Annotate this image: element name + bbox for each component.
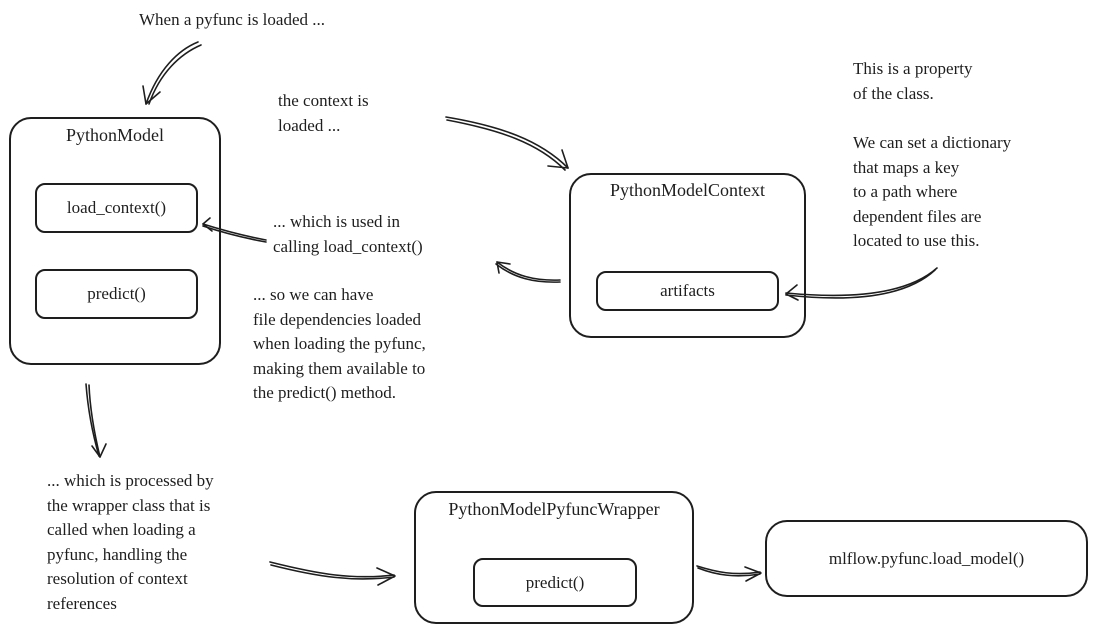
note-context-loaded: the context is loaded ... — [278, 89, 369, 138]
arrow-context-to-pythonmodelcontext — [445, 116, 569, 171]
predict-method: predict() — [35, 269, 198, 319]
pyfunc-wrapper-box: PythonModelPyfuncWrapper predict() — [414, 491, 694, 624]
note-dictionary: We can set a dictionary that maps a key … — [853, 131, 1011, 254]
load-context-method: load_context() — [35, 183, 198, 233]
note-line: the predict() method. — [253, 383, 397, 402]
note-line: making them available to — [253, 358, 426, 378]
pythonmodelcontext-title: PythonModelContext — [609, 180, 765, 200]
pythonmodelcontext-box: PythonModelContext artifacts — [569, 173, 806, 338]
pyfunc-wrapper-title: PythonModelPyfuncWrapper — [448, 499, 660, 519]
load-model-box: mlflow.pyfunc.load_model() — [765, 520, 1088, 597]
note-line: of the class. — [853, 83, 934, 103]
note-line: references — [47, 593, 117, 613]
note-pyfunc-loaded: When a pyfunc is loaded ... — [139, 10, 325, 29]
note-file-dependencies: ... so we can have file dependencies loa… — [253, 283, 426, 406]
note-line: We can set a dictionary — [853, 133, 1012, 152]
arrow-wrapper-to-loadmodel — [696, 565, 762, 582]
note-line: that maps a key — [853, 157, 960, 177]
note-line: dependent files are — [853, 206, 982, 226]
note-property: This is a property of the class. — [853, 57, 972, 106]
artifacts-attribute: artifacts — [596, 271, 779, 311]
note-line: resolution of context — [47, 569, 188, 588]
note-line: This is a property — [853, 59, 973, 78]
note-line: calling load_context() — [273, 236, 423, 256]
note-line: the wrapper class that is — [47, 495, 211, 515]
note-line: the context is — [278, 91, 369, 110]
note-line: loaded ... — [278, 115, 341, 135]
note-line: file dependencies loaded — [253, 309, 422, 329]
note-line: ... which is processed by — [47, 471, 214, 490]
note-line: ... so we can have — [253, 285, 374, 304]
note-line: when loading the pyfunc, — [253, 334, 426, 353]
arrow-pythonmodel-down — [85, 383, 107, 458]
note-line: pyfunc, handling the — [47, 544, 188, 564]
note-line: ... which is used in — [273, 212, 401, 231]
arrow-to-load-context — [202, 217, 267, 243]
arrow-processed-to-wrapper — [269, 561, 396, 586]
note-used-in: ... which is used in calling load_contex… — [273, 210, 423, 259]
note-line: called when loading a — [47, 520, 196, 539]
note-processed-by: ... which is processed by the wrapper cl… — [47, 469, 214, 616]
arrow-context-back — [495, 261, 561, 283]
note-line: to a path where — [853, 182, 958, 201]
pythonmodel-box: PythonModel load_context() predict() — [9, 117, 221, 365]
pythonmodel-title: PythonModel — [65, 125, 164, 145]
note-line: located to use this. — [853, 231, 980, 250]
wrapper-predict-method: predict() — [473, 558, 637, 607]
arrow-pyfunc-to-pythonmodel — [142, 41, 202, 105]
arrow-dictionary-to-artifacts — [785, 267, 938, 301]
